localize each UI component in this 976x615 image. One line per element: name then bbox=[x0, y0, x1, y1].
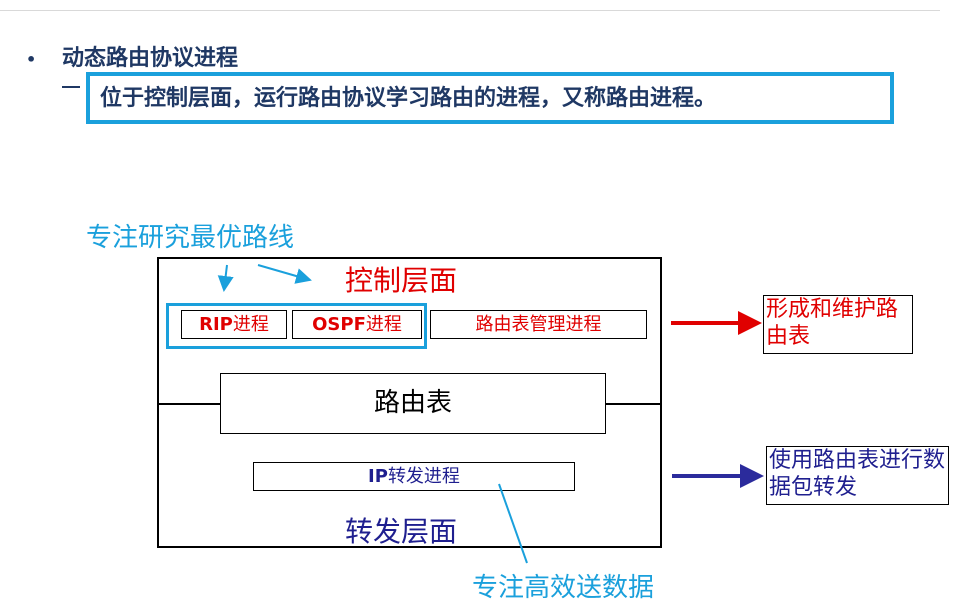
rip-process-box: RIP进程 bbox=[181, 310, 287, 339]
ospf-label: OSPF bbox=[312, 314, 366, 335]
control-plane-callout-text: 形成和维护路由表 bbox=[766, 297, 899, 349]
plane-divider-right bbox=[606, 403, 662, 405]
route-mgmt-process-box: 路由表管理进程 bbox=[430, 310, 647, 339]
note-bottom: 专注高效送数据 bbox=[472, 573, 655, 603]
bullet-dot: • bbox=[26, 50, 37, 69]
rip-label: RIP bbox=[199, 314, 233, 335]
control-plane-label: 控制层面 bbox=[345, 264, 458, 297]
bullet-heading: 动态路由协议进程 bbox=[62, 46, 239, 71]
note-top: 专注研究最优路线 bbox=[86, 223, 295, 253]
control-plane-callout: 形成和维护路由表 bbox=[763, 295, 913, 354]
forward-plane-callout: 使用路由表进行数据包转发 bbox=[766, 446, 949, 505]
arrow-down-to-processes bbox=[217, 264, 234, 292]
route-mgmt-label: 路由表管理进程 bbox=[475, 314, 602, 335]
pointer-to-ip-forward bbox=[498, 483, 528, 564]
plane-divider-left bbox=[157, 403, 220, 405]
ip-suffix: 转发进程 bbox=[387, 466, 460, 487]
forward-plane-callout-text: 使用路由表进行数据包转发 bbox=[769, 448, 946, 500]
sub-bullet-text: 位于控制层面，运行路由协议学习路由的进程，又称路由进程。 bbox=[100, 86, 717, 111]
ospf-process-box: OSPF进程 bbox=[292, 310, 422, 339]
rip-suffix: 进程 bbox=[232, 314, 269, 335]
routing-process-highlight bbox=[166, 303, 427, 349]
top-divider bbox=[0, 10, 940, 11]
highlight-box bbox=[86, 72, 894, 124]
route-table-label: 路由表 bbox=[373, 388, 452, 418]
ip-forward-process-box: IP转发进程 bbox=[253, 462, 575, 491]
route-table-box: 路由表 bbox=[220, 373, 606, 434]
ip-label: IP bbox=[368, 466, 388, 487]
forward-plane-label: 转发层面 bbox=[345, 515, 458, 548]
arrow-right-to-processes bbox=[257, 264, 312, 284]
ospf-suffix: 进程 bbox=[365, 314, 402, 335]
sub-bullet-dash bbox=[62, 86, 80, 88]
router-frame bbox=[157, 257, 662, 548]
